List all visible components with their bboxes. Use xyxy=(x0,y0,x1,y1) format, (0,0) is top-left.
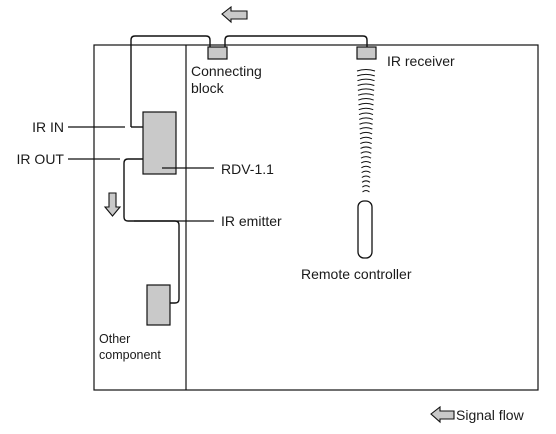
ir-wave-arc xyxy=(360,146,372,149)
ir-wave-arc xyxy=(361,165,371,169)
ir-wave-arc xyxy=(357,73,375,77)
cabinet-outline xyxy=(93,44,539,391)
other-component-label-line1: Other xyxy=(99,332,130,346)
other-component-label-line2: component xyxy=(99,348,161,362)
ir-wave-arc xyxy=(357,83,375,86)
ir-wave-arc xyxy=(359,131,373,135)
ir-wave-arc xyxy=(359,127,373,130)
cable-ir-emitter xyxy=(123,158,180,304)
ir-wave-arc xyxy=(359,122,373,125)
ir-wave-arc xyxy=(358,98,374,101)
ir-wave-arc xyxy=(357,93,375,96)
signal-flow-arrow-icon xyxy=(221,5,248,24)
remote-controller-label: Remote controller xyxy=(301,266,412,282)
ir-receiver-label: IR receiver xyxy=(387,53,455,69)
ir-wave-arc xyxy=(358,117,374,120)
ir-wave-arc xyxy=(360,141,372,145)
ir-wave-arc xyxy=(360,156,372,159)
remote-controller xyxy=(357,200,373,259)
ir-wave-arc xyxy=(358,102,374,106)
ir-wave-arc xyxy=(357,88,375,91)
connecting-block xyxy=(207,46,228,60)
ir-wave-arc xyxy=(360,151,372,154)
ir-emitter-label: IR emitter xyxy=(221,213,282,229)
ir-wave-arc xyxy=(357,78,375,82)
other-component xyxy=(146,284,171,326)
rdv-unit xyxy=(142,111,177,175)
ir-wave-arc xyxy=(360,160,372,164)
connecting-block-label-line1: Connecting xyxy=(191,63,262,79)
legend-signal-flow-label: Signal flow xyxy=(456,407,525,423)
ir-wave-arc xyxy=(361,175,371,178)
ir-signal-waves xyxy=(356,69,376,193)
ir-wave-arc xyxy=(361,185,371,188)
cable-ir-in xyxy=(130,35,211,127)
ir-wave-arc xyxy=(359,136,373,140)
ir-wave-arc xyxy=(358,107,374,111)
rdv-label: RDV-1.1 xyxy=(221,161,274,177)
cable-ir-receiver xyxy=(224,35,368,47)
ir-wave-arc xyxy=(356,69,376,72)
ir-receiver xyxy=(356,46,377,60)
ir-wave-arc xyxy=(361,170,371,174)
ir-wave-arc xyxy=(358,112,374,116)
ir-in-label: IR IN xyxy=(32,119,64,135)
down-arrow-icon xyxy=(103,192,122,217)
legend-left-arrow-icon xyxy=(430,405,455,424)
ir-wave-arc xyxy=(361,180,371,183)
ir-wave-arc xyxy=(362,190,370,193)
connecting-block-label-line2: block xyxy=(191,80,225,96)
ir-out-label: IR OUT xyxy=(17,151,65,167)
